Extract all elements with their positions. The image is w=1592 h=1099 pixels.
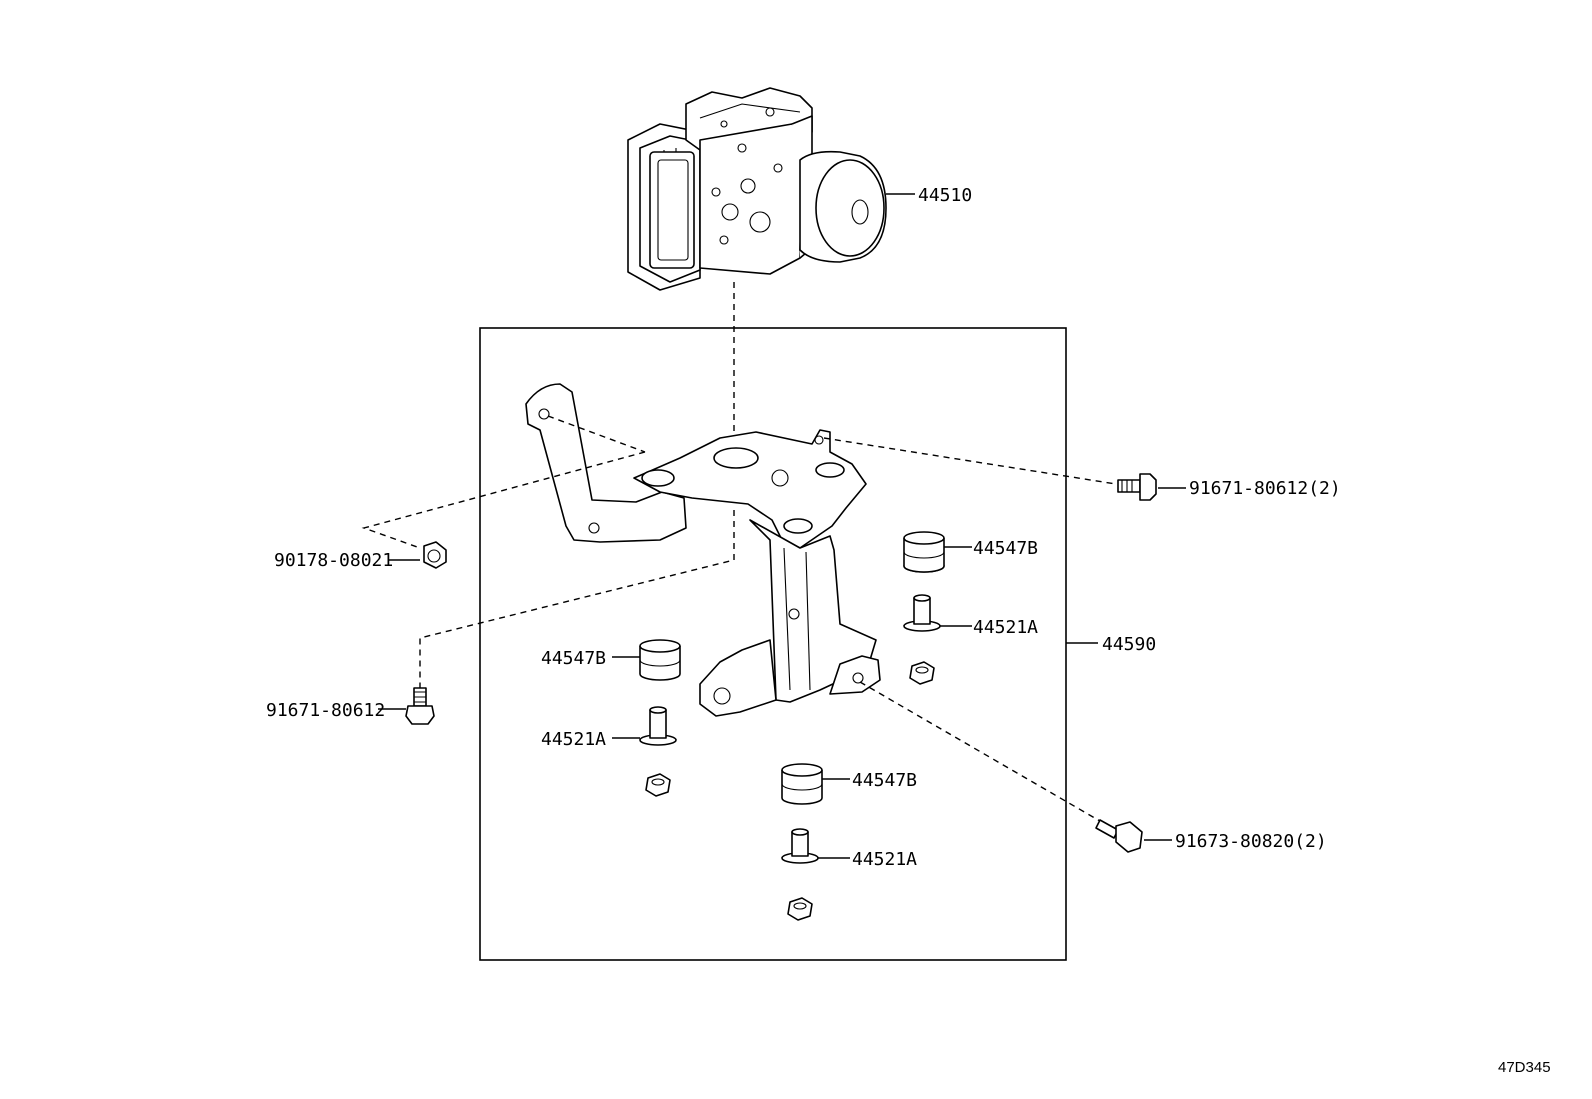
cushion-icon (903, 531, 972, 573)
collar-icon (781, 828, 850, 921)
label-44547B-right: 44547B (973, 538, 1038, 559)
label-91671-80612-2: 91671-80612(2) (1189, 478, 1341, 499)
flange-bolt-icon (378, 687, 435, 725)
label-91673-80820-2: 91673-80820(2) (1175, 831, 1327, 852)
label-44521A-bottom: 44521A (852, 849, 917, 870)
collar-icon (903, 594, 972, 685)
dashed-leaders (361, 415, 1117, 829)
diagram-code: 47D345 (1498, 1059, 1551, 1076)
abs-actuator-illustration (627, 87, 915, 291)
flange-bolt-icon (1117, 473, 1186, 501)
label-44521A-right: 44521A (973, 617, 1038, 638)
label-91671-80612: 91671-80612 (266, 700, 385, 721)
bracket-illustration (525, 383, 881, 717)
cushion-icon (612, 639, 681, 681)
flange-bolt-icon (1095, 819, 1172, 853)
label-44590: 44590 (1102, 634, 1156, 655)
collar-icon (612, 706, 677, 797)
label-90178-08021: 90178-08021 (274, 550, 393, 571)
bracket-assembly-frame (479, 327, 1067, 961)
label-44521A-left: 44521A (541, 729, 606, 750)
nut-icon (388, 541, 447, 569)
label-44547B-left: 44547B (541, 648, 606, 669)
label-44510: 44510 (918, 185, 972, 206)
cushion-icon (781, 763, 850, 805)
label-44547B-bottom: 44547B (852, 770, 917, 791)
